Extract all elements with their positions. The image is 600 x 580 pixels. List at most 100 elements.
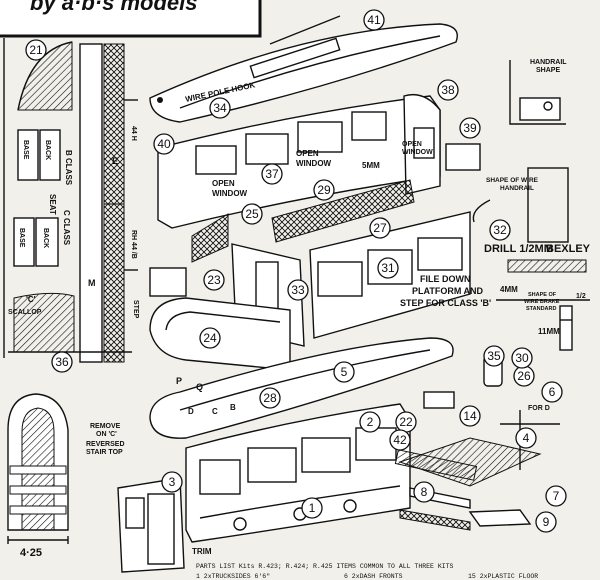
callout-number: 35	[487, 349, 501, 363]
callout-number: 25	[245, 207, 259, 221]
callout-42: 42	[389, 429, 411, 451]
callout-number: 31	[381, 261, 395, 275]
label-p: P	[176, 376, 182, 386]
callout-number: 4	[523, 431, 530, 445]
callout-6: 6	[541, 381, 563, 403]
callout-number: 3	[169, 475, 176, 489]
label-wire-handrail-b: HANDRAIL	[500, 185, 534, 192]
platform-stair	[149, 267, 291, 371]
callout-3: 3	[161, 471, 183, 493]
callout-21: 21	[25, 39, 47, 61]
label-e: E	[112, 156, 118, 166]
callout-25: 25	[241, 203, 263, 225]
label-open-window-2b: WINDOW	[296, 159, 332, 168]
callout-38: 38	[437, 79, 459, 101]
label-handrail: HANDRAIL	[530, 59, 567, 66]
callout-number: 28	[263, 391, 277, 405]
label-11mm: 11MM	[538, 327, 560, 336]
label-file-down-2: PLATFORM AND	[412, 286, 483, 296]
callout-26: 26	[513, 365, 535, 387]
callout-number: 7	[553, 489, 560, 503]
label-file-down-3: STEP FOR CLASS 'B'	[400, 298, 491, 308]
callout-number: 40	[157, 137, 171, 151]
callout-24: 24	[199, 327, 221, 349]
callout-31: 31	[377, 257, 399, 279]
parts-list: PARTS LIST Kits R.423; R.424; R.425 ITEM…	[196, 563, 538, 580]
label-step: STEP	[132, 300, 139, 319]
callout-number: 37	[265, 167, 279, 181]
label-for-d: FOR D	[528, 405, 550, 412]
callout-number: 36	[55, 355, 69, 369]
callout-37: 37	[261, 163, 283, 185]
callout-1: 1	[301, 497, 323, 519]
callout-4: 4	[515, 427, 537, 449]
label-back-2: BACK	[42, 228, 49, 248]
label-drill: DRILL 1/2MM	[484, 243, 553, 255]
left-detail-panel	[3, 38, 138, 544]
label-half: 1/2	[576, 293, 586, 300]
callout-35: 35	[483, 345, 505, 367]
callout-number: 33	[291, 283, 305, 297]
callout-number: 1	[309, 501, 316, 515]
label-c-quote: 'C'	[26, 295, 36, 304]
parts-list-item-6: 6 2xDASH FRONTS	[344, 573, 403, 580]
label-d: D	[188, 407, 194, 416]
label-seat: SEAT	[48, 194, 57, 215]
header-brand-box: by a·b·s models	[0, 0, 262, 38]
floor-part	[149, 337, 454, 439]
label-stair-top: STAIR TOP	[86, 449, 123, 456]
label-rh: RH 44 /B	[130, 230, 137, 259]
callout-28: 28	[259, 387, 281, 409]
label-trim: TRIM	[192, 547, 212, 556]
callout-number: 21	[29, 43, 43, 57]
callout-number: 8	[421, 485, 428, 499]
callout-33: 33	[287, 279, 309, 301]
label-open-window-3: OPEN	[402, 141, 422, 148]
callout-number: 38	[441, 83, 455, 97]
callout-number: 2	[367, 415, 374, 429]
callout-number: 26	[517, 369, 531, 383]
parts-list-heading: PARTS LIST Kits R.423; R.424; R.425 ITEM…	[196, 563, 454, 570]
label-c-class: C CLASS	[62, 210, 71, 246]
label-q: Q	[196, 382, 203, 392]
mesh-panels	[191, 179, 415, 263]
label-reversed: REVERSED	[86, 441, 125, 448]
upper-saloon-body	[157, 93, 481, 229]
lower-body	[117, 403, 411, 573]
label-44h: 44 H	[130, 126, 137, 141]
label-open-window-1: OPEN	[212, 179, 235, 188]
callout-8: 8	[413, 481, 435, 503]
callout-2: 2	[359, 411, 381, 433]
callout-9: 9	[535, 511, 557, 533]
callout-23: 23	[203, 269, 225, 291]
callout-5: 5	[333, 361, 355, 383]
label-shape-of: SHAPE OF	[528, 292, 557, 298]
label-open-window-3b: WINDOW	[402, 149, 433, 156]
label-standard: STANDARD	[526, 306, 556, 312]
label-handrail-shape: SHAPE	[536, 67, 560, 74]
annotation-labels: WIRE POLE HOOK OPEN WINDOW OPEN WINDOW O…	[8, 59, 591, 559]
label-base-1: BASE	[22, 140, 29, 160]
callout-number: 27	[373, 221, 387, 235]
callout-number: 29	[317, 183, 331, 197]
callout-41: 41	[363, 9, 385, 31]
label-4-25: 4·25	[20, 547, 42, 559]
callout-27: 27	[369, 217, 391, 239]
label-back-1: BACK	[44, 140, 51, 160]
callout-number: 34	[213, 101, 227, 115]
brand-text: by a·b·s models	[30, 0, 197, 15]
callout-22: 22	[395, 411, 417, 433]
label-4mm: 4MM	[500, 285, 518, 294]
label-b: B	[230, 403, 236, 412]
label-c: C	[212, 407, 218, 416]
callout-40: 40	[153, 133, 175, 155]
callout-number: 6	[549, 385, 556, 399]
right-detail-panel	[472, 60, 590, 351]
label-wire-brake: WIRE BRAKE	[524, 299, 560, 305]
label-remove: REMOVE	[90, 423, 121, 430]
label-bexley: BEXLEY	[546, 243, 591, 255]
label-file-down-1: FILE DOWN	[420, 274, 471, 284]
roof-part	[149, 15, 458, 123]
callout-number: 14	[463, 409, 477, 423]
